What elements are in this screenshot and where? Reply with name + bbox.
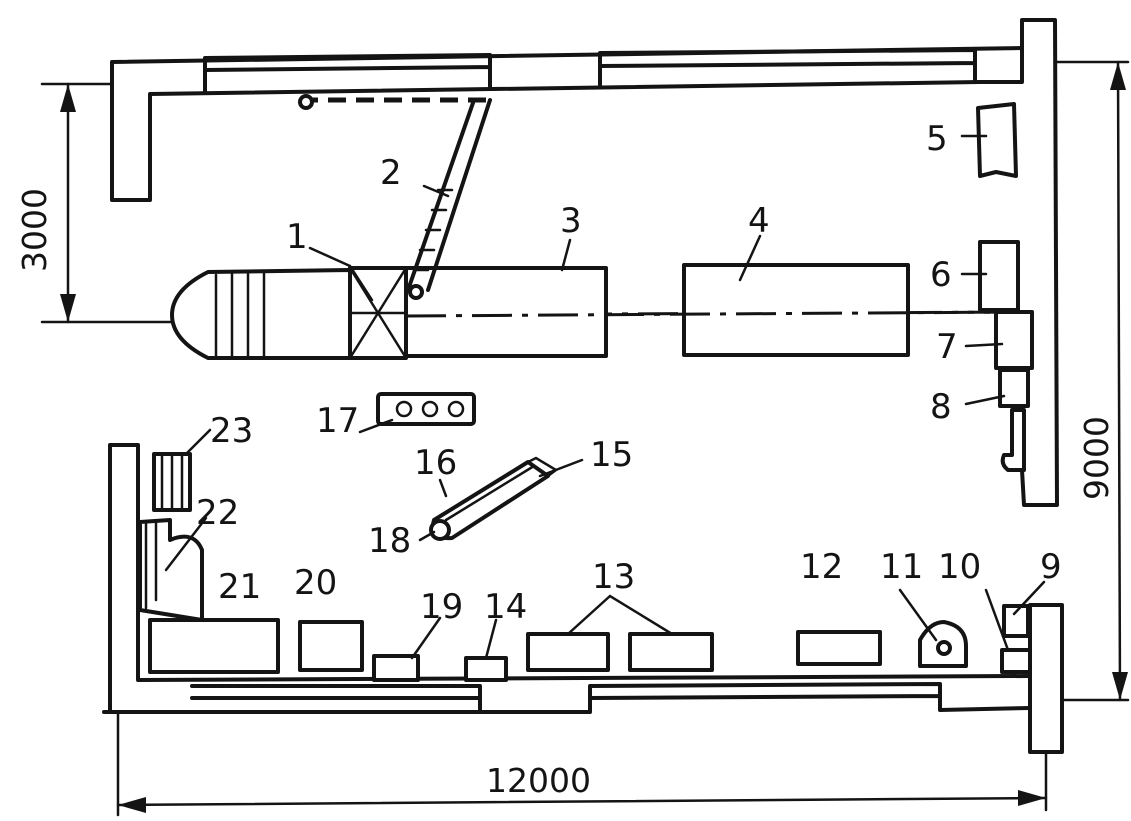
- leader-7: [964, 342, 1004, 348]
- unit-8-tail: [1000, 408, 1026, 472]
- unit-1-cross: [348, 266, 408, 360]
- dim-12000-arrow-right: [1018, 790, 1046, 806]
- label-3: 3: [560, 201, 582, 241]
- top-window-1: [203, 53, 492, 94]
- dim-label-12000: 12000: [486, 761, 591, 800]
- dim-label-3000: 3000: [15, 188, 54, 272]
- unit-13-b: [628, 632, 714, 672]
- label-21: 21: [218, 567, 261, 607]
- leader-18: [418, 530, 436, 542]
- leader-23: [184, 428, 212, 456]
- leader-3: [560, 238, 572, 272]
- unit-14: [464, 656, 508, 682]
- label-13: 13: [592, 557, 635, 597]
- leader-19: [410, 616, 442, 660]
- unit-22-detail: [144, 520, 158, 610]
- unit-8: [998, 368, 1030, 408]
- crane-2-hook: [408, 284, 424, 300]
- dim-9000-line: [1116, 60, 1122, 702]
- crane-2-boom: [406, 98, 492, 292]
- dim-3000-arrow-bottom: [60, 294, 76, 322]
- label-16: 16: [414, 443, 457, 483]
- walls: [102, 18, 1064, 754]
- unit-11-dot: [936, 640, 952, 656]
- leader-lines: [164, 134, 1046, 660]
- unit-21: [148, 618, 280, 674]
- leader-10: [984, 588, 1010, 652]
- leader-11: [898, 588, 938, 642]
- label-1: 1: [286, 217, 308, 257]
- label-15: 15: [590, 435, 633, 475]
- dim-3000-arrow-top: [60, 84, 76, 112]
- leader-17: [358, 418, 394, 434]
- label-2: 2: [380, 153, 402, 193]
- number-labels: 1 2 3 4 5 6 7 8 9 10 11 12 13 14 15 16 1…: [196, 119, 1062, 627]
- bottom-window-2: [478, 682, 1032, 714]
- label-9: 9: [1040, 547, 1062, 587]
- crane-2-rungs: [412, 188, 454, 272]
- label-10: 10: [938, 547, 981, 587]
- unit-17-hole-1: [395, 400, 413, 418]
- unit-7: [994, 310, 1034, 370]
- leader-1: [308, 246, 374, 302]
- label-14: 14: [484, 587, 527, 627]
- leader-22: [164, 516, 208, 572]
- leader-8: [964, 394, 1006, 406]
- label-7: 7: [936, 327, 958, 367]
- label-4: 4: [748, 201, 770, 241]
- unit-10: [1000, 648, 1032, 674]
- label-19: 19: [420, 587, 463, 627]
- label-6: 6: [930, 255, 952, 295]
- leader-15: [538, 458, 584, 478]
- label-20: 20: [294, 563, 337, 603]
- bottom-window-1: [190, 684, 482, 714]
- unit-4: [682, 263, 910, 357]
- crane-rail-wheel: [298, 94, 314, 110]
- dim-9000-arrow-bottom: [1112, 672, 1128, 700]
- unit-19: [372, 654, 420, 682]
- label-8: 8: [930, 387, 952, 427]
- right-wall: [978, 18, 1059, 507]
- leader-13: [566, 594, 674, 636]
- label-12: 12: [800, 547, 843, 587]
- unit-13-a: [526, 632, 610, 672]
- unit-nose: [170, 268, 352, 360]
- unit-17-hole-2: [421, 400, 439, 418]
- unit-18: [429, 519, 451, 541]
- equipment: [138, 94, 1034, 682]
- unit-nose-bands: [214, 270, 266, 359]
- unit-5: [976, 102, 1018, 178]
- bottom-right-column: [1028, 603, 1064, 754]
- leader-2: [422, 184, 450, 198]
- unit-3: [404, 266, 608, 358]
- leader-4: [738, 234, 762, 282]
- leader-16: [438, 478, 448, 498]
- leader-14: [484, 618, 498, 660]
- leader-9: [1012, 580, 1046, 616]
- unit-6: [978, 240, 1020, 312]
- label-5: 5: [926, 119, 948, 159]
- label-22: 22: [196, 493, 239, 533]
- dim-label-9000: 9000: [1077, 416, 1116, 500]
- dim-9000-arrow-top: [1110, 62, 1126, 90]
- axis-overlay: [405, 310, 1023, 318]
- unit-23-stripes: [160, 454, 184, 510]
- label-11: 11: [880, 547, 923, 587]
- unit-17-hole-3: [447, 400, 465, 418]
- dimension-lines: [40, 60, 1130, 817]
- label-18: 18: [368, 521, 411, 561]
- unit-20: [298, 620, 364, 672]
- label-23: 23: [210, 411, 253, 451]
- dim-12000-line: [116, 796, 1048, 807]
- unit-12: [796, 630, 882, 666]
- label-17: 17: [316, 401, 359, 441]
- top-window-2: [598, 48, 977, 88]
- dim-12000-arrow-left: [118, 797, 146, 813]
